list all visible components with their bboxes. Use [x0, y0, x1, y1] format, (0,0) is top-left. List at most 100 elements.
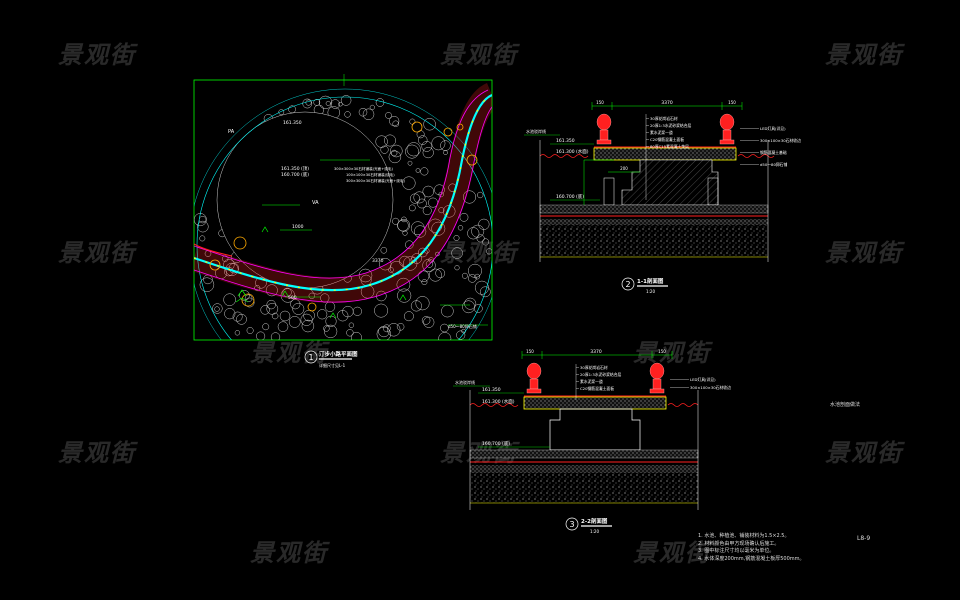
pebble — [438, 191, 444, 198]
pebble — [413, 191, 426, 204]
pier — [621, 159, 719, 206]
elevation-label: 161.350 — [283, 120, 302, 126]
pebble — [375, 135, 388, 148]
pebble — [434, 184, 445, 196]
pebble — [462, 300, 475, 314]
pebble — [423, 117, 436, 131]
callout-text: d50～80卵石铺 — [760, 162, 787, 167]
callout-text: 素水泥浆一道 — [650, 130, 673, 135]
pebble — [271, 312, 279, 320]
pebble — [278, 109, 285, 115]
note-line: 3. 图中标注尺寸均以毫米为单位。 — [698, 548, 775, 554]
pebble — [325, 100, 331, 106]
dim-right: 150 — [728, 100, 736, 105]
soil-layer — [470, 473, 698, 503]
elevation-mid: 161.300 (水面) — [482, 398, 515, 405]
drawing-title: 2-2剖面图 — [581, 517, 608, 525]
pebble — [389, 116, 400, 127]
pebble — [348, 322, 355, 328]
pebble — [214, 306, 220, 312]
title-number: 2 — [625, 280, 630, 289]
note-line: 1. 水池、种植池、铺装材料为1.5×2.5。 — [698, 533, 790, 539]
pebble — [391, 149, 398, 157]
pebble — [411, 253, 422, 264]
pebble — [358, 268, 373, 283]
pebble — [255, 277, 267, 289]
drawing-scale: 1:20 — [646, 289, 655, 294]
pebble — [301, 319, 315, 333]
callout-text: 80厚C15素混凝土垫层 — [650, 144, 689, 149]
gravel-layer — [469, 449, 699, 459]
pebble — [288, 316, 301, 328]
pebble — [387, 323, 401, 337]
pebble — [482, 238, 490, 246]
pebble — [402, 176, 416, 190]
pebble — [260, 305, 270, 315]
pier — [549, 408, 641, 451]
pebble — [474, 273, 480, 280]
pebble — [224, 308, 236, 320]
pebble — [478, 218, 490, 230]
pebble — [415, 168, 421, 173]
pebble — [453, 235, 460, 241]
pebble — [443, 150, 448, 155]
dim-total: 3370 — [661, 100, 673, 106]
footing — [603, 177, 615, 206]
pebble — [408, 204, 416, 212]
pebble — [397, 219, 409, 232]
dim-total: 3370 — [590, 349, 602, 355]
section-3: 3370 150 150 水池驳岸线 161.350 161.300 (水面) … — [453, 349, 731, 534]
pebble — [405, 144, 419, 159]
pebble — [223, 293, 236, 306]
title-circle — [621, 277, 635, 291]
callout-text: LED灯具(详见) — [690, 377, 716, 382]
label-va: VA — [312, 200, 319, 206]
pebble — [410, 300, 422, 312]
pebble — [476, 234, 485, 243]
title-number: 1 — [308, 353, 313, 362]
dim-small: 200 — [620, 166, 628, 171]
dimension-label: 500 — [288, 295, 297, 301]
pebble — [457, 225, 464, 231]
callout-text: 素水泥浆一道 — [580, 379, 603, 384]
title-circle — [304, 350, 318, 364]
pebble — [425, 260, 434, 268]
deck-slab — [593, 147, 737, 161]
pebble — [405, 240, 414, 249]
spec-label: 300×300×30石材铺装(光面+烧毛) — [346, 178, 405, 183]
callout-text: 300×100×30石材收边 — [760, 138, 801, 143]
pebble — [438, 332, 452, 340]
callout-text: C20钢筋混凝土面板 — [580, 386, 614, 391]
pebble — [338, 101, 343, 107]
pebble — [418, 247, 428, 258]
callout-text: C20钢筋混凝土面板 — [650, 137, 684, 142]
pebble — [473, 304, 483, 313]
pebble — [265, 284, 278, 297]
pebble — [232, 311, 243, 322]
side-label: 水池剖面做法 — [830, 402, 861, 408]
pebble — [292, 302, 305, 315]
path-edge — [194, 89, 489, 279]
pebble — [244, 297, 255, 308]
callout-text: 20厚1:3水泥砂浆结合层 — [650, 123, 692, 128]
pebble — [344, 111, 351, 118]
pebble — [409, 118, 416, 125]
plan-view: PA VA 161.350 161.350 (顶) 160.700 (底) 30… — [193, 74, 493, 368]
pebble — [352, 306, 362, 316]
deck-slab — [523, 396, 667, 410]
pebble — [441, 304, 454, 318]
pebble — [323, 324, 338, 339]
label-pa: PA — [228, 129, 235, 135]
pebble — [358, 107, 368, 117]
elevation-top: 161.350 — [482, 387, 501, 393]
pebble — [384, 134, 396, 147]
pebble — [303, 309, 315, 322]
pebble — [422, 147, 434, 159]
pebble — [428, 268, 442, 282]
pebble — [421, 141, 433, 152]
pebble — [392, 217, 400, 225]
pebble — [467, 227, 480, 240]
pebble — [382, 324, 391, 333]
pebble — [290, 299, 301, 310]
pebble — [396, 323, 405, 331]
